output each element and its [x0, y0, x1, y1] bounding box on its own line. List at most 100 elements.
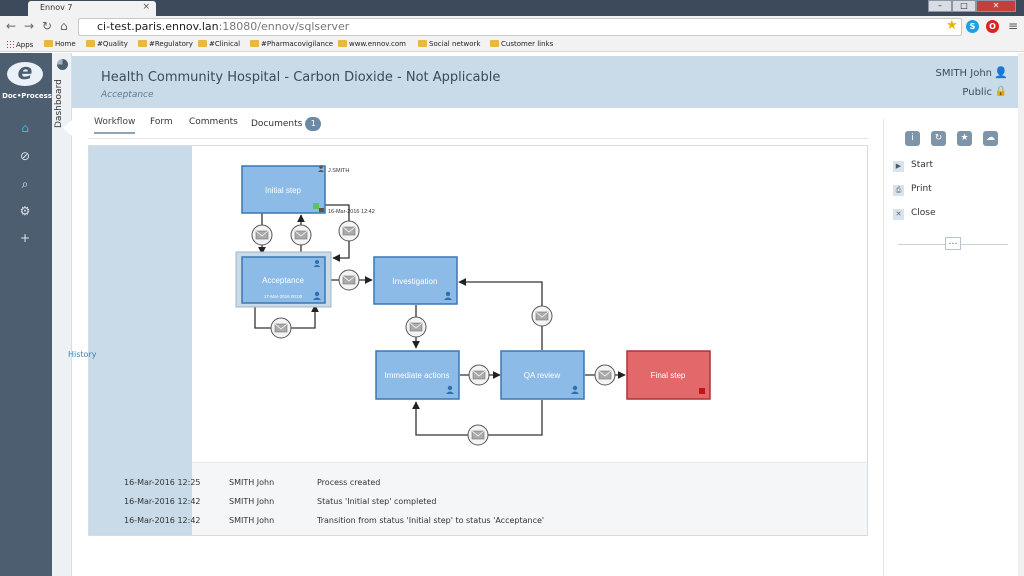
step-investigation[interactable]: Investigation — [373, 256, 458, 305]
window-close-icon[interactable]: ✕ — [976, 0, 1016, 12]
envelope-icon[interactable] — [251, 224, 273, 246]
block-nav-icon[interactable]: ⊘ — [19, 149, 31, 163]
calendar-icon — [319, 208, 324, 212]
tab-divider — [88, 138, 868, 139]
svg-text:Immediate actions: Immediate actions — [385, 371, 450, 380]
refresh-icon[interactable]: ↻ — [931, 131, 946, 146]
folder-icon — [198, 40, 207, 47]
person-icon — [313, 291, 321, 300]
envelope-icon[interactable] — [270, 317, 292, 339]
svg-text:Initial step: Initial step — [265, 186, 302, 195]
forward-icon[interactable]: → — [24, 19, 35, 33]
folder-icon — [338, 40, 347, 47]
more-options-button[interactable]: … — [945, 237, 961, 250]
search-nav-icon[interactable]: ⌕ — [21, 177, 29, 191]
dashboard-strip[interactable] — [52, 53, 72, 576]
person-icon — [318, 165, 324, 172]
transition-envelopes — [251, 220, 616, 446]
tab-form[interactable]: Form — [150, 117, 173, 127]
minimize-icon[interactable]: – — [928, 0, 952, 12]
logo-text: Doc•Process — [2, 92, 52, 100]
app-logo[interactable]: e Doc•Process — [2, 62, 52, 102]
url-path: :18080/ennov/sqlserver — [218, 20, 350, 33]
extension-icon[interactable]: O — [986, 20, 999, 33]
assignee-icons — [313, 260, 579, 394]
info-icon[interactable]: i — [905, 131, 920, 146]
bookmark-pharmacovigilance[interactable]: #Pharmacovigilance — [250, 40, 333, 48]
print-action[interactable]: ⎙Print — [893, 184, 932, 196]
tab-workflow[interactable]: Workflow — [94, 117, 136, 134]
start-action[interactable]: ▶Start — [893, 160, 933, 172]
visibility-label: Public — [962, 87, 992, 98]
bookmark-customer-links[interactable]: Customer links — [490, 40, 553, 48]
bookmark-ennov[interactable]: www.ennov.com — [338, 40, 406, 48]
panel-left-strip — [89, 146, 192, 535]
folder-icon — [86, 40, 95, 47]
left-nav — [0, 53, 52, 576]
history-label[interactable]: History — [68, 350, 97, 359]
home-icon[interactable]: ⌂ — [60, 19, 68, 33]
step-qa-review[interactable]: QA review — [500, 350, 585, 400]
back-icon[interactable]: ← — [6, 19, 17, 33]
home-nav-icon[interactable]: ⌂ — [21, 121, 29, 135]
cloud-icon[interactable]: ☁ — [983, 131, 998, 146]
folder-icon — [44, 40, 53, 47]
folder-icon — [490, 40, 499, 47]
browser-tab[interactable]: Ennov 7 × — [28, 1, 156, 16]
bookmark-clinical[interactable]: #Clinical — [198, 40, 240, 48]
envelope-icon[interactable] — [467, 424, 489, 446]
user-name[interactable]: SMITH John — [935, 68, 992, 79]
star-icon[interactable]: ★ — [957, 131, 972, 146]
step-final[interactable]: Final step — [626, 350, 711, 400]
settings-gear-icon[interactable]: ⚙ — [19, 204, 31, 218]
history-section — [192, 462, 867, 535]
bookmark-home[interactable]: Home — [44, 40, 76, 48]
play-icon: ▶ — [893, 161, 904, 172]
logo-mark: e — [7, 62, 43, 86]
dashboard-pie-icon[interactable] — [57, 59, 68, 70]
window-scrollbar[interactable] — [1018, 53, 1024, 576]
close-icon: ✕ — [893, 209, 904, 220]
add-nav-icon[interactable]: + — [19, 231, 31, 245]
svg-text:Acceptance: Acceptance — [262, 276, 304, 285]
person-icon — [571, 385, 579, 394]
person-icon — [313, 260, 321, 267]
envelope-icon[interactable] — [405, 316, 427, 338]
person-icon — [446, 385, 454, 394]
workflow-connectors — [254, 204, 626, 436]
step-initial[interactable]: Initial step — [241, 165, 326, 214]
user-icon[interactable]: 👤 — [994, 66, 1008, 79]
bookmark-apps[interactable]: Apps — [6, 40, 33, 49]
envelope-icon[interactable] — [531, 305, 553, 327]
bookmark-social[interactable]: Social network — [418, 40, 480, 48]
bookmark-star-icon[interactable]: ★ — [946, 18, 958, 33]
workflow-diagram: Initial step Acceptance 17-Mar-2016 00:0… — [235, 165, 711, 446]
svg-text:Final step: Final step — [651, 371, 686, 380]
tab-close-icon[interactable]: × — [142, 2, 150, 12]
page-header: Health Community Hospital - Carbon Dioxi… — [72, 56, 1024, 108]
step-acceptance[interactable]: Acceptance 17-Mar-2016 00:00 — [241, 256, 326, 304]
page-subtitle: Acceptance — [101, 90, 154, 100]
skype-icon[interactable]: S — [966, 20, 979, 33]
page-title: Health Community Hospital - Carbon Dioxi… — [101, 70, 501, 85]
right-sidebar — [883, 119, 1024, 576]
envelope-icon[interactable] — [594, 364, 616, 386]
envelope-icon[interactable] — [468, 364, 490, 386]
step-immediate-actions[interactable]: Immediate actions — [375, 350, 460, 400]
reload-icon[interactable]: ↻ — [42, 19, 53, 33]
folder-icon — [138, 40, 147, 47]
close-action[interactable]: ✕Close — [893, 208, 936, 220]
bookmark-regulatory[interactable]: #Regulatory — [138, 40, 193, 48]
apps-icon — [6, 40, 14, 48]
envelope-icon[interactable] — [338, 269, 360, 291]
bookmark-quality[interactable]: #Quality — [86, 40, 128, 48]
browser-menu-icon[interactable]: ≡ — [1008, 19, 1019, 33]
url-input[interactable]: ci-test.paris.ennov.lan:18080/ennov/sqls… — [78, 18, 962, 36]
envelope-icon[interactable] — [290, 224, 312, 246]
tab-comments[interactable]: Comments — [189, 117, 238, 127]
documents-count-badge: 1 — [305, 117, 322, 131]
dashboard-notch — [63, 120, 72, 136]
envelope-icon[interactable] — [338, 220, 360, 242]
maximize-icon[interactable]: □ — [952, 0, 976, 12]
